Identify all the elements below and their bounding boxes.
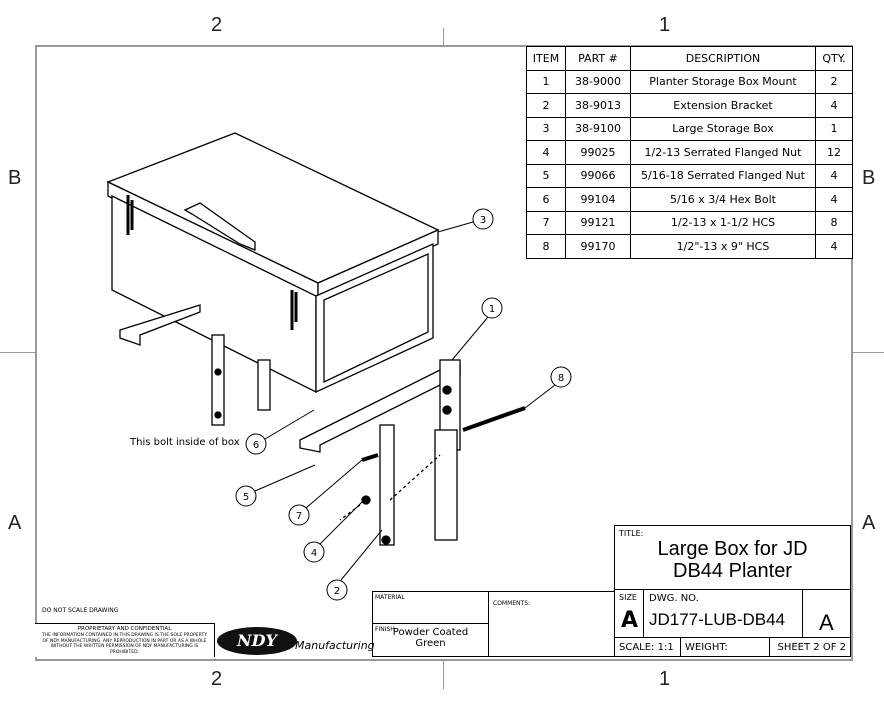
text-label: NDY xyxy=(217,627,297,655)
balloon-6: 6 xyxy=(253,440,259,451)
text-label: MATERIAL xyxy=(375,594,405,601)
bom-cell: 2 xyxy=(815,69,853,94)
text-label: DB44 Planter xyxy=(673,560,792,582)
text-label: Powder Coated xyxy=(392,627,469,638)
balloon-4: 4 xyxy=(311,548,317,559)
bom-cell: 1 xyxy=(526,69,566,94)
bom-cell: 4 xyxy=(815,93,853,118)
bom-cell: Extension Bracket xyxy=(630,93,816,118)
proprietary-notice: PROPRIETARY AND CONFIDENTIAL THE INFORMA… xyxy=(35,623,215,657)
text-label: Green xyxy=(415,638,446,649)
balloon-7: 7 xyxy=(296,511,302,522)
bom-cell: 99066 xyxy=(565,163,631,188)
weight: WEIGHT: xyxy=(680,637,770,657)
drawing-number: JD177-LUB-DB44 xyxy=(649,610,786,629)
revision: A xyxy=(819,610,834,635)
text-label: SIZE xyxy=(619,593,637,602)
zone-label: A xyxy=(862,512,876,534)
bom-cell: 1 xyxy=(815,116,853,141)
bom-cell: 4 xyxy=(815,187,853,212)
mount-bracket-rear xyxy=(119,304,271,426)
bom-cell: 3 xyxy=(526,116,566,141)
bom-cell: 7 xyxy=(526,210,566,235)
scale: SCALE: 1:1 xyxy=(614,637,681,657)
storage-box xyxy=(106,132,440,394)
bom-cell: 1/2"-13 x 9" HCS xyxy=(630,234,816,259)
bom-cell: 4 xyxy=(815,234,853,259)
zone-label: 1 xyxy=(659,668,671,690)
zone-label: 1 xyxy=(659,14,671,36)
bom-cell: 38-9013 xyxy=(565,93,631,118)
bom-cell: 99025 xyxy=(565,140,631,165)
bom-cell: 1/2-13 Serrated Flanged Nut xyxy=(630,140,816,165)
bom-cell: 5/16 x 3/4 Hex Bolt xyxy=(630,187,816,212)
text-label: TITLE: xyxy=(619,529,644,538)
bom-cell: 38-9000 xyxy=(565,69,631,94)
text-label: DESCRIPTION xyxy=(630,46,816,71)
do-not-scale: DO NOT SCALE DRAWING xyxy=(42,607,119,614)
bolt-note: This bolt inside of box xyxy=(130,437,240,448)
bom-cell: 4 xyxy=(526,140,566,165)
text-label: Large Box for JD xyxy=(657,538,808,560)
bom-cell: 6 xyxy=(526,187,566,212)
bom-cell: 12 xyxy=(815,140,853,165)
bom-cell: 99170 xyxy=(565,234,631,259)
zone-label: B xyxy=(862,167,876,189)
bom-cell: 5/16-18 Serrated Flanged Nut xyxy=(630,163,816,188)
text-label: Manufacturing xyxy=(295,639,375,652)
balloons xyxy=(235,208,572,601)
text-label: QTY. xyxy=(815,46,853,71)
zone-label: 2 xyxy=(211,14,223,36)
bom-cell: 5 xyxy=(526,163,566,188)
bom-cell: 38-9100 xyxy=(565,116,631,141)
sheet-number: SHEET 2 OF 2 xyxy=(769,637,851,657)
zone-label: A xyxy=(8,512,22,534)
zone-label: B xyxy=(8,167,22,189)
sheet-size: A xyxy=(621,608,639,633)
text-label: THE INFORMATION CONTAINED IN THIS DRAWIN… xyxy=(42,633,207,655)
drawing-border xyxy=(35,45,853,661)
text-label: PART # xyxy=(565,46,631,71)
mount-bracket-front xyxy=(299,359,526,546)
bom-cell: 8 xyxy=(815,210,853,235)
text-label: COMMENTS: xyxy=(493,600,531,607)
text-label: FINISH xyxy=(375,626,395,633)
balloon-8: 8 xyxy=(558,373,564,384)
text-label: DWG. NO. xyxy=(649,593,699,604)
bom-cell: 4 xyxy=(815,163,853,188)
bom-cell: Large Storage Box xyxy=(630,116,816,141)
bom-cell: 2 xyxy=(526,93,566,118)
text-label: ITEM xyxy=(526,46,566,71)
balloon-1: 1 xyxy=(489,304,495,315)
bom-cell: Planter Storage Box Mount xyxy=(630,69,816,94)
bom-cell: 99121 xyxy=(565,210,631,235)
balloon-5: 5 xyxy=(243,492,249,503)
bom-cell: 1/2-13 x 1-1/2 HCS xyxy=(630,210,816,235)
text-label: PROPRIETARY AND CONFIDENTIAL xyxy=(77,626,172,632)
zone-label: 2 xyxy=(211,668,223,690)
bom-cell: 99104 xyxy=(565,187,631,212)
balloon-2: 2 xyxy=(334,586,340,597)
balloon-3: 3 xyxy=(480,215,486,226)
bom-cell: 8 xyxy=(526,234,566,259)
ndy-logo: NDY Manufacturing xyxy=(215,625,375,657)
